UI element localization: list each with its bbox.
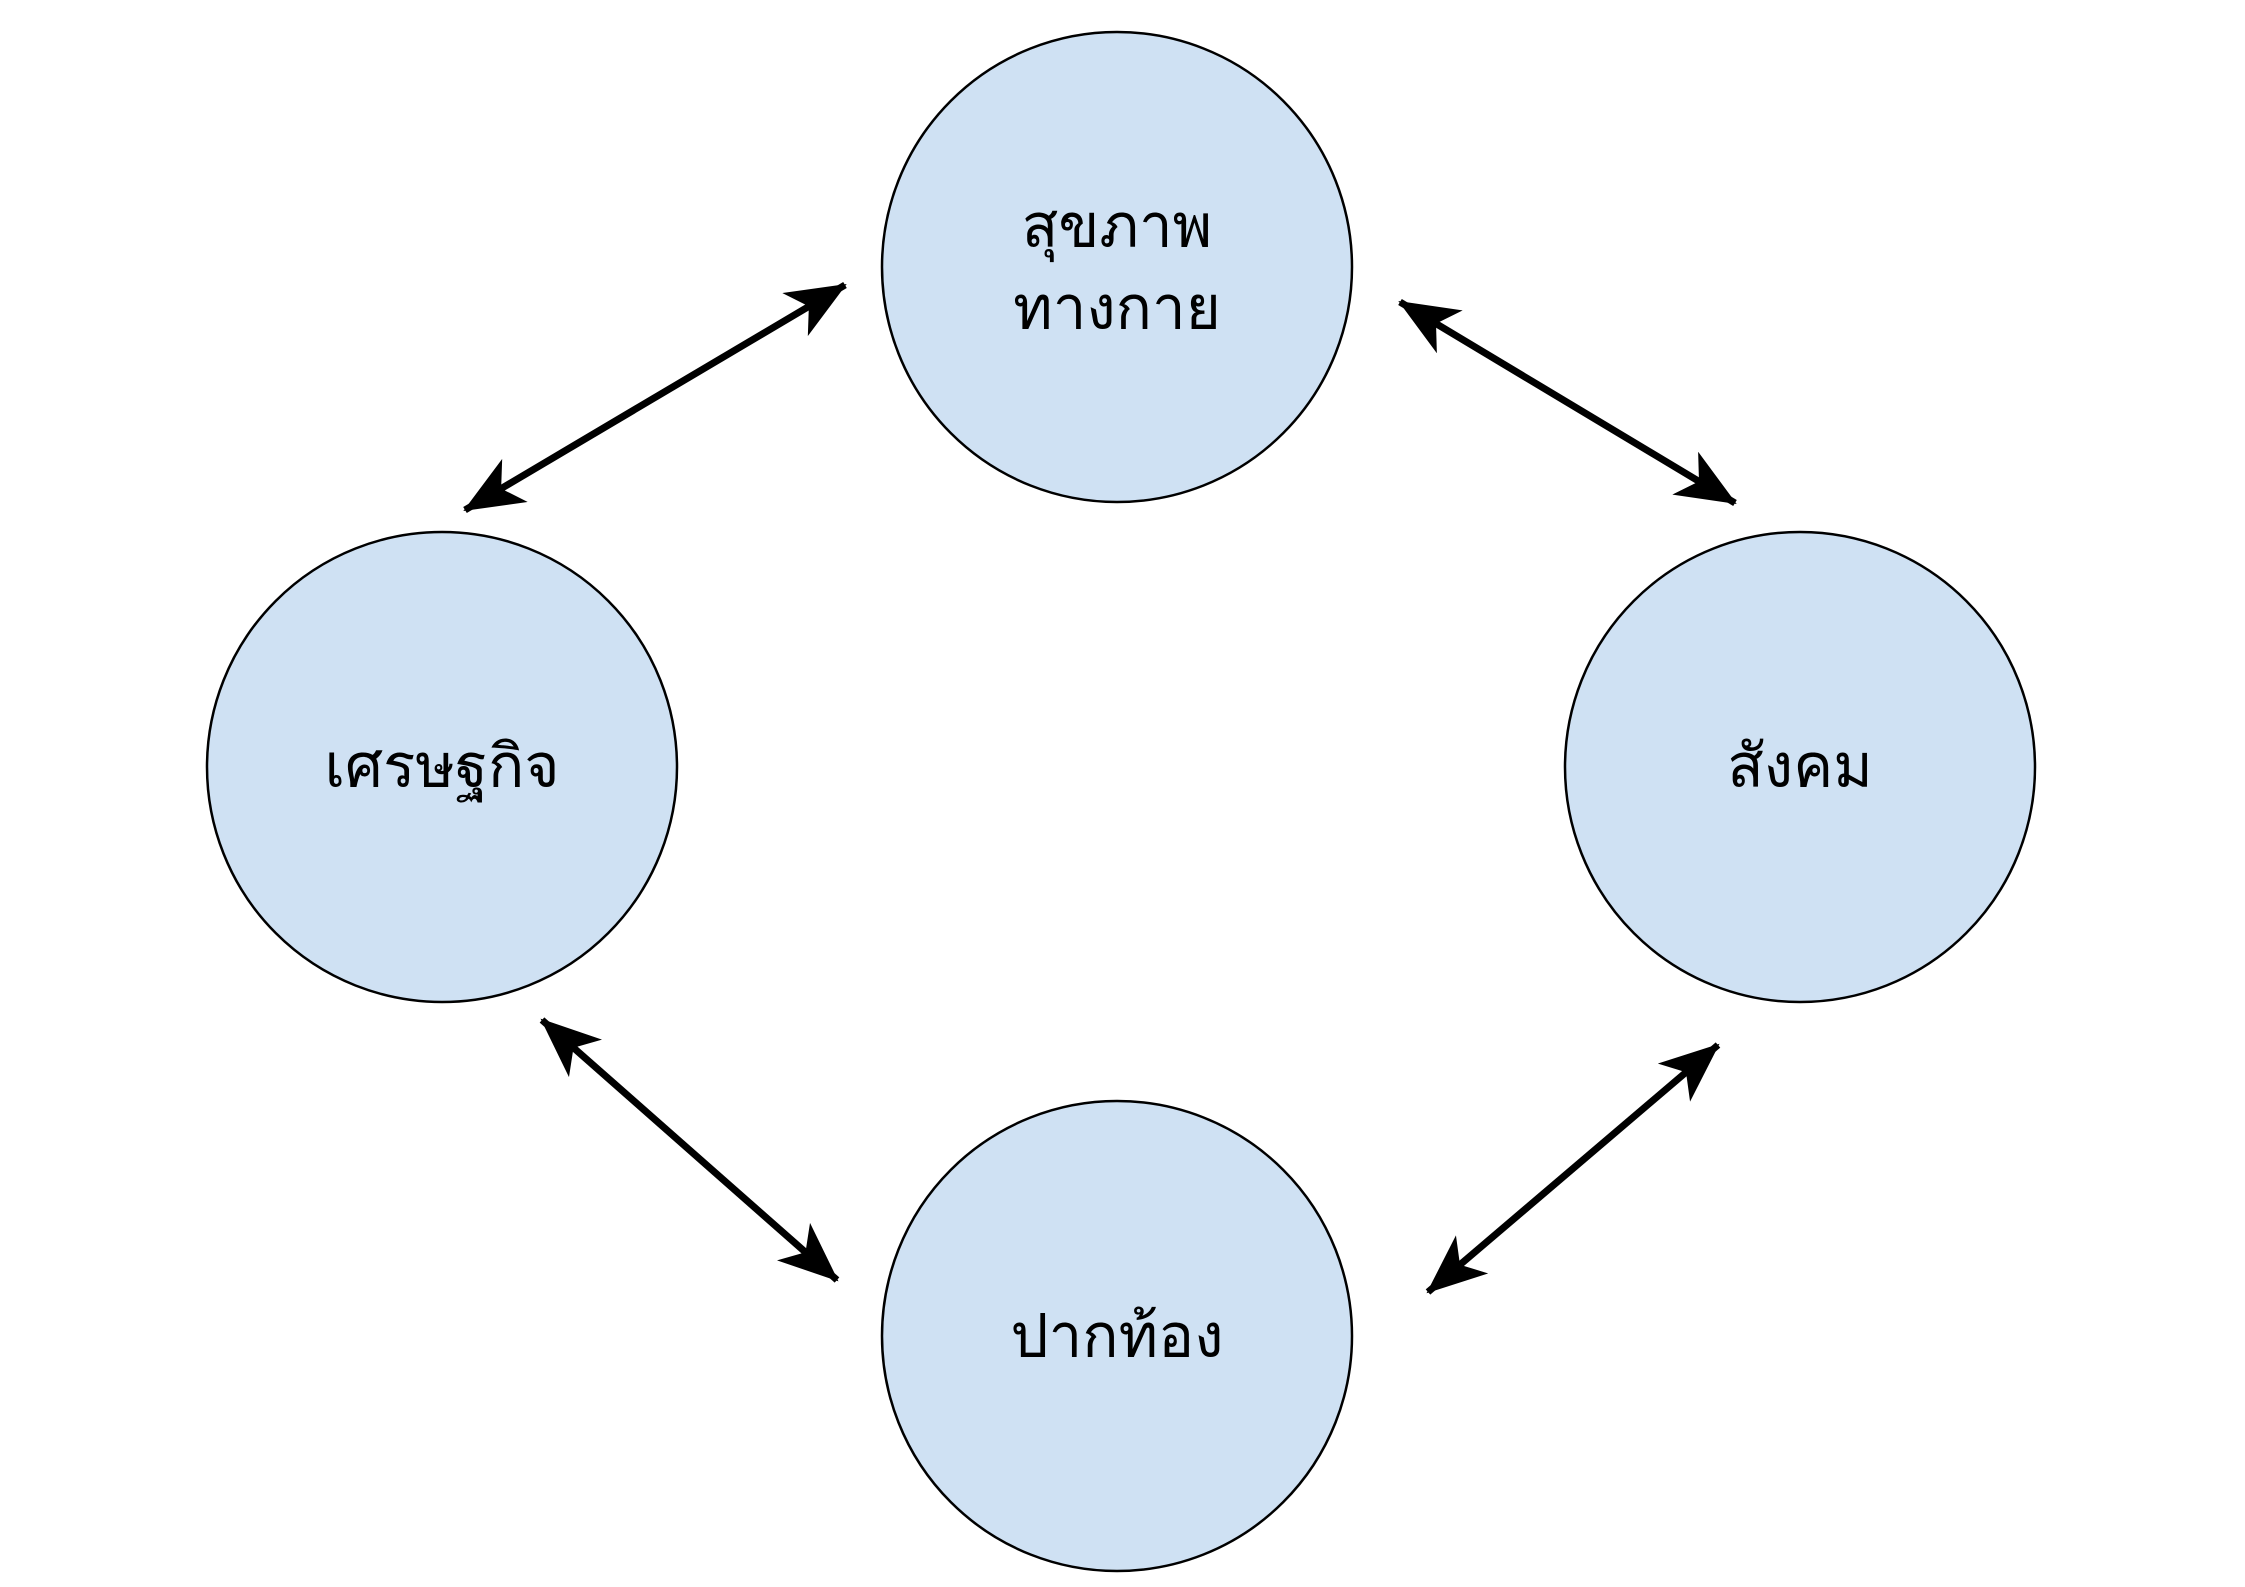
node-economy-circle bbox=[205, 530, 679, 1004]
node-economy: เศรษฐกิจ bbox=[205, 530, 679, 1004]
arrow-health-society bbox=[1398, 298, 1737, 507]
node-economy-label: เศรษฐกิจ bbox=[325, 732, 560, 803]
arrow-livelihood-society bbox=[1425, 1042, 1721, 1295]
node-livelihood: ปากท้อง bbox=[880, 1099, 1354, 1573]
node-physical-health-circle bbox=[880, 30, 1354, 504]
node-physical-health-label-line1: สุขภาพ bbox=[1022, 192, 1212, 263]
arrow-economy-health bbox=[463, 281, 847, 514]
node-society-label: สังคม bbox=[1727, 732, 1873, 802]
node-physical-health-label-line2: ทางกาย bbox=[1013, 274, 1221, 344]
node-society-circle bbox=[1563, 530, 2037, 1004]
node-physical-health: สุขภาพ ทางกาย bbox=[880, 30, 1354, 504]
arrow-economy-livelihood bbox=[539, 1017, 840, 1283]
node-society: สังคม bbox=[1563, 530, 2037, 1004]
node-livelihood-label: ปากท้อง bbox=[1011, 1302, 1224, 1372]
node-livelihood-circle bbox=[880, 1099, 1354, 1573]
